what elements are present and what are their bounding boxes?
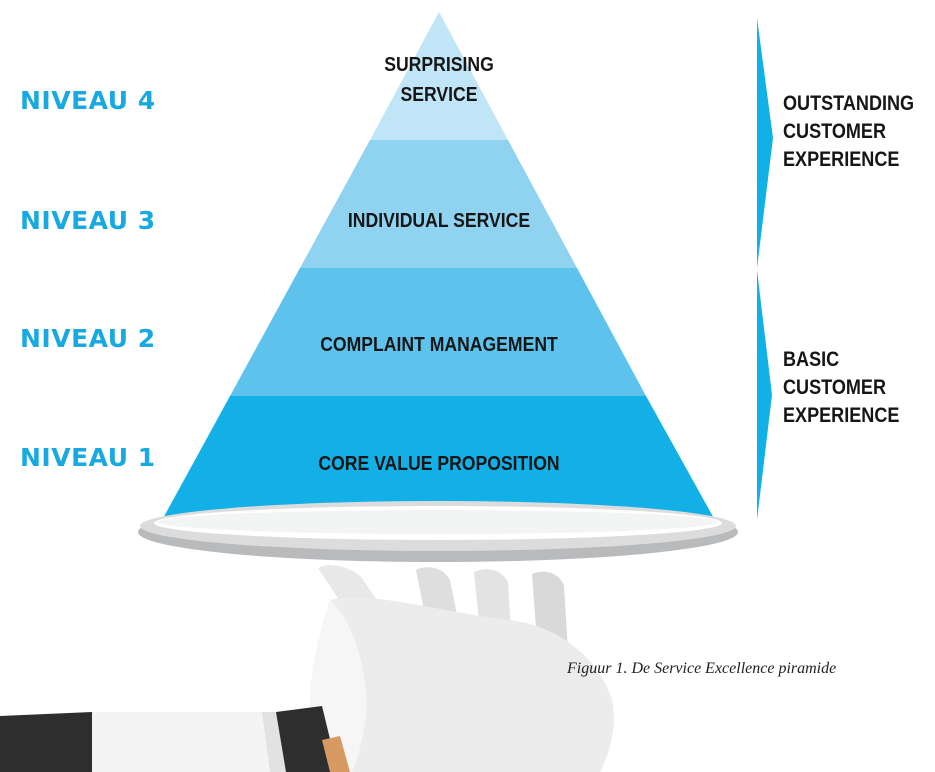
tier-4-line-2: SERVICE bbox=[400, 84, 478, 106]
basic-experience-arrow bbox=[757, 270, 772, 520]
outstanding-line-3: EXPERIENCE bbox=[783, 148, 900, 171]
pyramid-tier-2 bbox=[230, 268, 646, 396]
tier-4-line-1: SURPRISING bbox=[384, 54, 494, 76]
level-4-label: NIVEAU 4 bbox=[20, 86, 156, 115]
level-1-label: NIVEAU 1 bbox=[20, 443, 156, 472]
outstanding-line-1: OUTSTANDING bbox=[783, 92, 915, 115]
figure-caption: Figuur 1. De Service Excellence piramide bbox=[567, 660, 837, 677]
outstanding-line-2: CUSTOMER bbox=[783, 120, 887, 143]
basic-line-3: EXPERIENCE bbox=[783, 404, 900, 427]
outstanding-customer-experience-label: OUTSTANDING CUSTOMER EXPERIENCE bbox=[783, 90, 914, 174]
basic-line-1: BASIC bbox=[783, 348, 840, 371]
level-3-label: NIVEAU 3 bbox=[20, 206, 156, 235]
basic-line-2: CUSTOMER bbox=[783, 376, 887, 399]
level-2-label: NIVEAU 2 bbox=[20, 324, 156, 353]
basic-customer-experience-label: BASIC CUSTOMER EXPERIENCE bbox=[783, 346, 899, 430]
tier-1-text: CORE VALUE PROPOSITION bbox=[318, 453, 560, 475]
pyramid-tier-3 bbox=[300, 140, 577, 268]
outstanding-experience-arrow bbox=[757, 18, 773, 268]
tier-2-text: COMPLAINT MANAGEMENT bbox=[320, 334, 558, 356]
tier-3-text: INDIVIDUAL SERVICE bbox=[347, 210, 531, 232]
serving-tray bbox=[138, 501, 738, 562]
waiter-hand bbox=[0, 565, 614, 772]
pyramid-tier-4 bbox=[370, 12, 508, 140]
pyramid-tier-1 bbox=[161, 396, 716, 522]
tier-4-text: SURPRISING SERVICE bbox=[351, 50, 527, 110]
